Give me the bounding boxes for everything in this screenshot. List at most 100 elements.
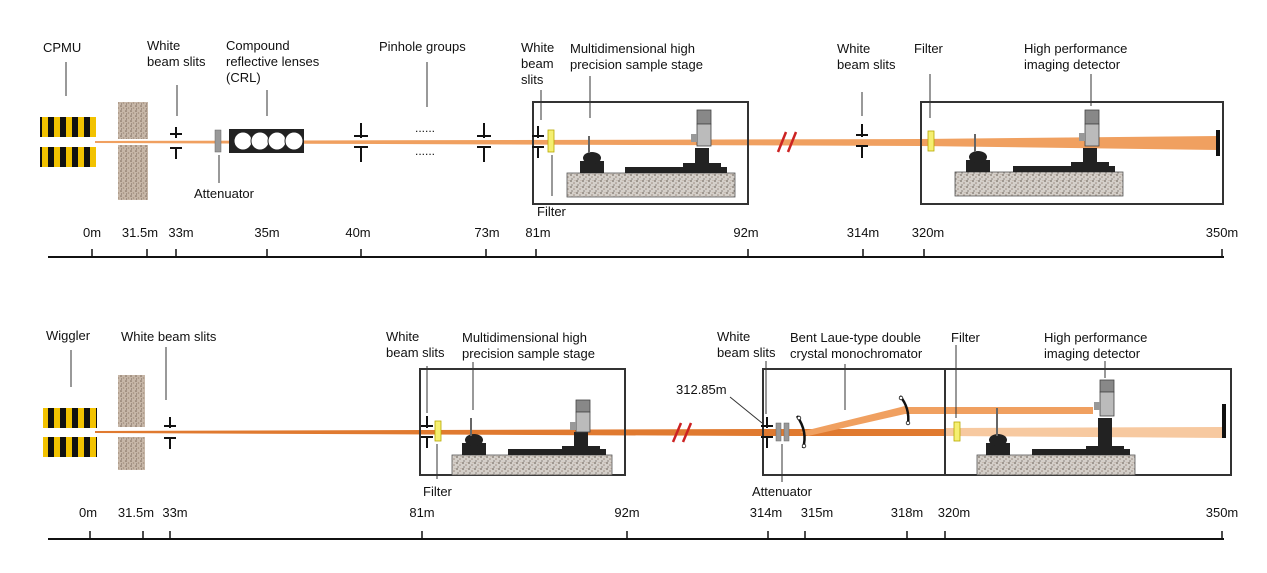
shielding-wall-bottom-lower bbox=[118, 437, 145, 470]
bottom-pos-label: 315m bbox=[800, 505, 834, 520]
top-pos-label: 0m bbox=[82, 225, 102, 240]
detector-label-line1: High performance bbox=[1024, 41, 1128, 56]
slits3-label-line1: White bbox=[837, 41, 871, 56]
experimental-hutch-2 bbox=[920, 101, 1224, 205]
attenuator-icon bbox=[214, 129, 222, 153]
top-break-mark bbox=[776, 131, 798, 153]
white-beam-slits-b3 bbox=[761, 417, 773, 448]
bottom-beamline bbox=[43, 345, 1232, 540]
top-pos-label: 40m bbox=[345, 225, 371, 240]
wiggler-magnet-lower bbox=[43, 437, 97, 457]
white-beam-slits-2 bbox=[532, 126, 544, 158]
top-pos-label: 33m bbox=[168, 225, 194, 240]
white-beam-slits-b1 bbox=[164, 417, 176, 449]
wiggler-magnet-upper bbox=[43, 408, 97, 428]
slits2-label-line2: beam bbox=[521, 56, 554, 71]
crl-lens-icon bbox=[229, 129, 304, 153]
top-pos-label: 314m bbox=[846, 225, 880, 240]
pinhole-dots-upper: ...... bbox=[415, 121, 435, 135]
white-beam-slits-1 bbox=[170, 127, 182, 159]
bottom-pos-label: 31.5m bbox=[117, 505, 155, 520]
filterb2-label: Filter bbox=[951, 330, 980, 345]
sample-stage-b2 bbox=[976, 379, 1136, 476]
top-pos-label: 81m bbox=[525, 225, 551, 240]
slitsb2-label-line1: White bbox=[386, 329, 420, 344]
detectorb-label-line1: High performance bbox=[1044, 330, 1148, 345]
stage1-label-line2: precision sample stage bbox=[570, 57, 703, 72]
experimental-hutch-1 bbox=[532, 101, 749, 205]
pinhole-label: Pinhole groups bbox=[379, 39, 466, 54]
attenuator-label: Attenuator bbox=[194, 186, 254, 201]
crystal2-mark-bottom bbox=[905, 420, 911, 426]
cpmu-label: CPMU bbox=[43, 40, 82, 55]
wiggler-label: Wiggler bbox=[46, 328, 91, 343]
filter1-label: Filter bbox=[537, 204, 566, 219]
mono-label-line2: crystal monochromator bbox=[790, 346, 923, 361]
bottom-beam bbox=[95, 429, 760, 436]
bottom-beam-direct-hutch bbox=[945, 427, 1223, 438]
top-pos-label: 73m bbox=[474, 225, 500, 240]
crl-label-line2: reflective lenses bbox=[226, 54, 320, 69]
dist-pointer bbox=[729, 396, 763, 424]
stage1-label-line1: Multidimensional high bbox=[570, 41, 696, 56]
filter-icon-2 bbox=[927, 130, 935, 152]
shielding-wall-upper bbox=[118, 102, 148, 139]
filter-icon-b2 bbox=[953, 421, 961, 442]
crystal1-mark-bottom bbox=[801, 443, 807, 449]
mono-label-line1: Bent Laue-type double bbox=[790, 330, 921, 345]
slitsb2-label-line2: beam slits bbox=[386, 345, 445, 360]
top-pos-label: 35m bbox=[254, 225, 280, 240]
dist-label: 312.85m bbox=[676, 382, 727, 397]
slitsb3-label-line1: White bbox=[717, 329, 751, 344]
bottom-pos-label: 350m bbox=[1205, 505, 1239, 520]
white-beam-slits-b2 bbox=[421, 416, 433, 448]
filterb1-label: Filter bbox=[423, 484, 452, 499]
bottom-axis-ticks bbox=[89, 531, 1223, 539]
pinhole-40m bbox=[354, 123, 368, 162]
attenuatorb-label: Attenuator bbox=[752, 484, 812, 499]
bottom-pos-label: 81m bbox=[409, 505, 435, 520]
detector-label-line2: imaging detector bbox=[1024, 57, 1121, 72]
top-pos-label: 350m bbox=[1205, 225, 1239, 240]
bottom-beam-direct bbox=[800, 429, 945, 436]
bottom-pos-label: 314m bbox=[749, 505, 783, 520]
shielding-wall-lower bbox=[118, 145, 148, 200]
bottom-pos-label: 0m bbox=[78, 505, 98, 520]
slits1-label-line2: beam slits bbox=[147, 54, 206, 69]
crystal2-mark-top bbox=[898, 395, 904, 401]
stageb1-label-line2: precision sample stage bbox=[462, 346, 595, 361]
filter-icon-1 bbox=[547, 129, 555, 153]
slitsb3-label-line2: beam slits bbox=[717, 345, 776, 360]
slits2-label-line1: White bbox=[521, 40, 555, 55]
stageb1-label-line1: Multidimensional high bbox=[462, 330, 588, 345]
crl-label-line1: Compound bbox=[226, 38, 290, 53]
white-beam-slits-3 bbox=[856, 124, 868, 158]
top-pos-label: 31.5m bbox=[121, 225, 159, 240]
filter-icon-b1 bbox=[434, 420, 442, 442]
top-beam bbox=[95, 136, 1218, 150]
bottom-pos-label: 318m bbox=[890, 505, 924, 520]
sample-stage-1 bbox=[566, 109, 736, 198]
slits1-label-line1: White bbox=[147, 38, 181, 53]
top-axis-ticks bbox=[91, 249, 1223, 257]
slits2-label-line3: slits bbox=[521, 72, 544, 87]
detectorb-label-line2: imaging detector bbox=[1044, 346, 1141, 361]
bottom-pos-label: 320m bbox=[937, 505, 971, 520]
pinhole-dots-lower: ...... bbox=[415, 144, 435, 158]
attenuator-icon-b1 bbox=[775, 422, 782, 442]
imaging-detector-screen-top bbox=[1216, 130, 1220, 156]
bottom-pos-label: 33m bbox=[162, 505, 188, 520]
top-pos-label: 92m bbox=[733, 225, 759, 240]
crl-label-line3: (CRL) bbox=[226, 70, 261, 85]
shielding-wall-bottom-upper bbox=[118, 375, 145, 427]
slits3-label-line2: beam slits bbox=[837, 57, 896, 72]
filter2-label: Filter bbox=[914, 41, 943, 56]
bottom-beam-deflected bbox=[800, 406, 905, 436]
attenuator-icon-b2 bbox=[783, 422, 790, 442]
imaging-detector-screen-bottom bbox=[1222, 404, 1226, 438]
sample-stage-b1 bbox=[451, 399, 613, 476]
crystal1-mark-top bbox=[796, 415, 802, 421]
top-pos-label: 320m bbox=[911, 225, 945, 240]
bottom-break-mark bbox=[671, 422, 693, 443]
